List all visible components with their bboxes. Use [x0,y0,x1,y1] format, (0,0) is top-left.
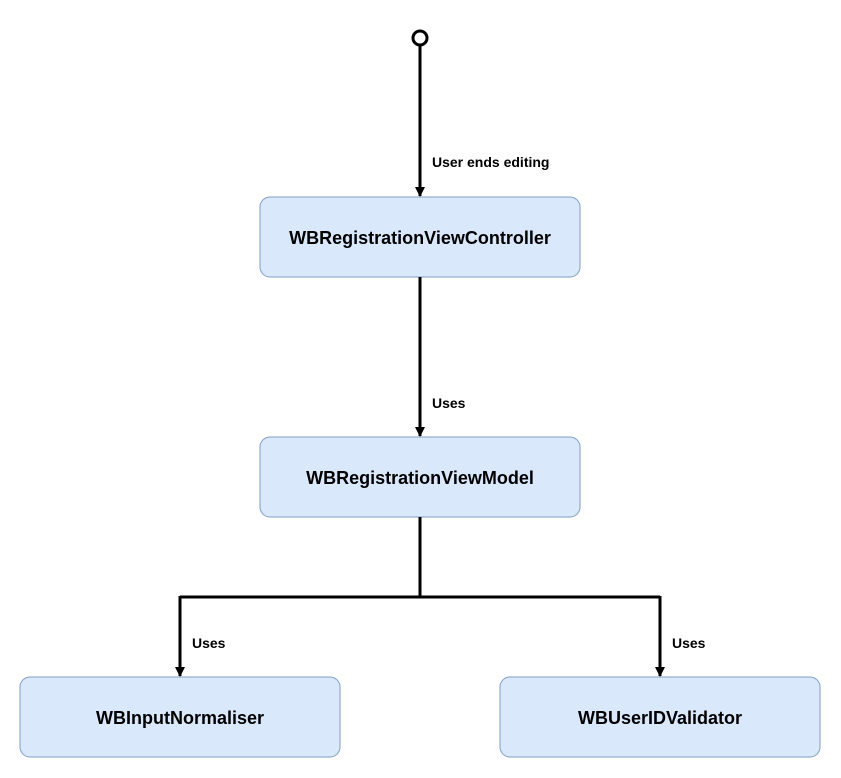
node-userid-validator[interactable]: WBUserIDValidator [499,676,821,758]
node-registration-view-controller[interactable]: WBRegistrationViewController [259,196,581,278]
node-label-view-controller: WBRegistrationViewController [289,228,551,248]
node-label-userid-validator: WBUserIDValidator [578,708,742,728]
edge-label-uses-validator: Uses [672,635,706,651]
node-registration-view-model[interactable]: WBRegistrationViewModel [259,436,581,518]
edge-label-uses-model: Uses [432,395,466,411]
node-label-view-model: WBRegistrationViewModel [306,468,534,488]
start-node-icon [411,29,429,47]
node-input-normaliser[interactable]: WBInputNormaliser [19,676,341,758]
edge-label-user-ends-editing: User ends editing [432,154,549,170]
node-label-input-normaliser: WBInputNormaliser [96,708,264,728]
edge-label-uses-normaliser: Uses [192,635,226,651]
